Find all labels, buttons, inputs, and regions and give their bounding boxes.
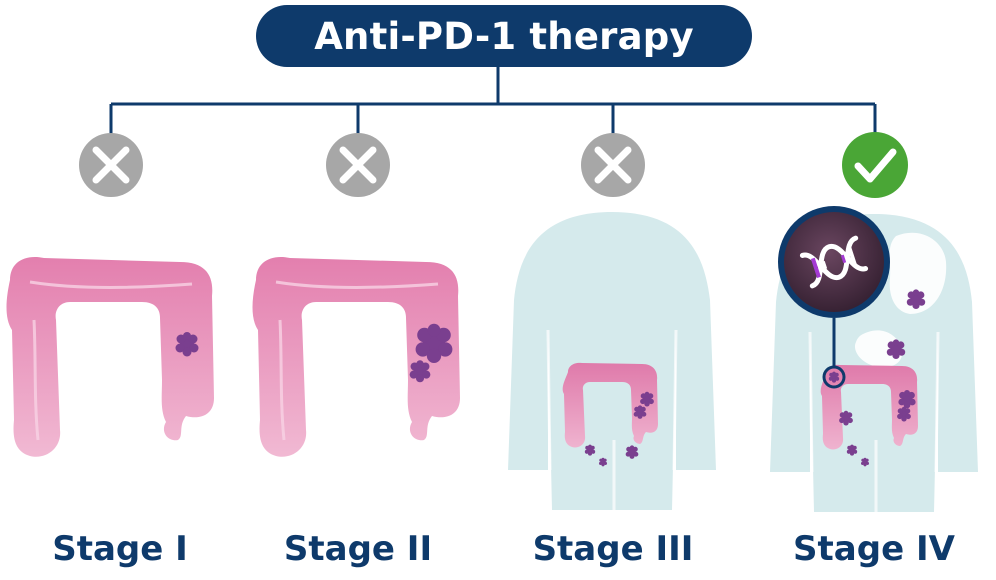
stage-1-cross-icon	[79, 133, 143, 197]
stage-3-colon	[562, 362, 658, 467]
stage-2-cross-icon	[326, 133, 390, 197]
stage-3-cross-icon	[581, 133, 645, 197]
therapy-title: Anti-PD-1 therapy	[256, 5, 752, 67]
stage-3-label: Stage III	[532, 529, 694, 569]
stage-4-label: Stage IV	[793, 529, 955, 569]
stage-1-colon	[6, 256, 214, 457]
stage-4-check-icon	[842, 132, 908, 198]
stage-4-colon	[820, 364, 918, 467]
stage-2-colon	[252, 256, 460, 457]
stage-1-label: Stage I	[52, 529, 188, 569]
stage-3-body	[508, 212, 716, 510]
stage-4-liver	[889, 232, 947, 314]
dna-magnifier-icon	[778, 206, 890, 318]
stage-4-lung	[854, 330, 906, 368]
dna-icon	[799, 235, 869, 289]
magnifier-connector	[822, 318, 846, 389]
connector-lines	[109, 66, 877, 135]
stage-2-label: Stage II	[283, 529, 433, 569]
